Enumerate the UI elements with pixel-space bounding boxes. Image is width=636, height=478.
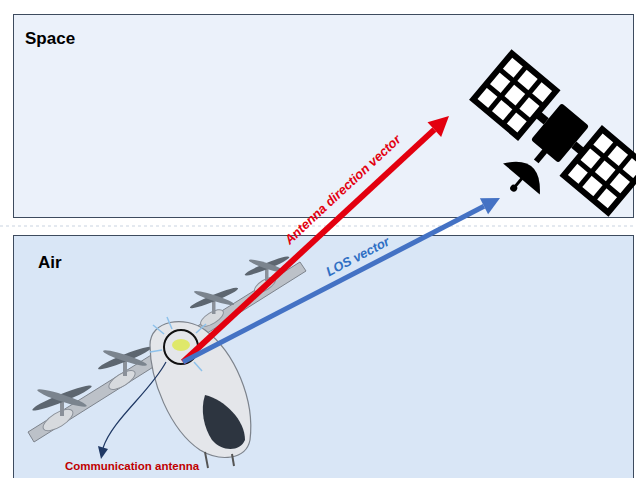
propeller-blade bbox=[36, 387, 88, 410]
signal-line bbox=[150, 350, 162, 352]
antenna-vector bbox=[183, 130, 434, 362]
vector-arrowhead bbox=[428, 116, 450, 137]
part-label: Communication antenna bbox=[65, 460, 199, 473]
propeller-blade bbox=[189, 285, 240, 311]
separator-line bbox=[0, 226, 636, 227]
vector-arrowhead bbox=[480, 198, 500, 214]
rotor bbox=[189, 285, 240, 329]
satellite-icon bbox=[444, 53, 636, 247]
rotor bbox=[97, 344, 153, 393]
vector-label: Antenna direction vector bbox=[282, 133, 404, 248]
solar-panel bbox=[473, 53, 556, 136]
cockpit-window bbox=[203, 395, 245, 449]
leader-line bbox=[103, 362, 166, 448]
propeller-blade bbox=[193, 289, 235, 308]
rotor bbox=[31, 382, 93, 435]
dish-feed bbox=[509, 183, 519, 193]
propeller-blade bbox=[31, 382, 93, 413]
dish-feed bbox=[515, 168, 530, 186]
rotor bbox=[244, 254, 291, 295]
band-title: Space bbox=[25, 29, 622, 49]
band-title: Air bbox=[38, 253, 609, 273]
dish-stem bbox=[534, 149, 548, 164]
landing-gear bbox=[232, 454, 234, 466]
signal-line bbox=[153, 325, 164, 334]
panel-grid bbox=[486, 84, 530, 121]
nacelle bbox=[40, 405, 76, 435]
leader-arrowhead bbox=[98, 446, 108, 459]
landing-gear bbox=[205, 452, 208, 468]
propeller-blade bbox=[102, 348, 148, 368]
nacelle bbox=[106, 367, 138, 393]
propeller-blade bbox=[97, 344, 153, 372]
antenna-patch bbox=[172, 339, 190, 351]
los-vector bbox=[183, 206, 484, 362]
satellite-body bbox=[531, 103, 589, 163]
signal-lines bbox=[150, 317, 206, 371]
signal-line bbox=[167, 317, 172, 329]
signal-line bbox=[194, 362, 202, 371]
signal-line bbox=[196, 324, 206, 333]
satellite-dish bbox=[503, 151, 550, 194]
panel-grid bbox=[577, 160, 621, 197]
